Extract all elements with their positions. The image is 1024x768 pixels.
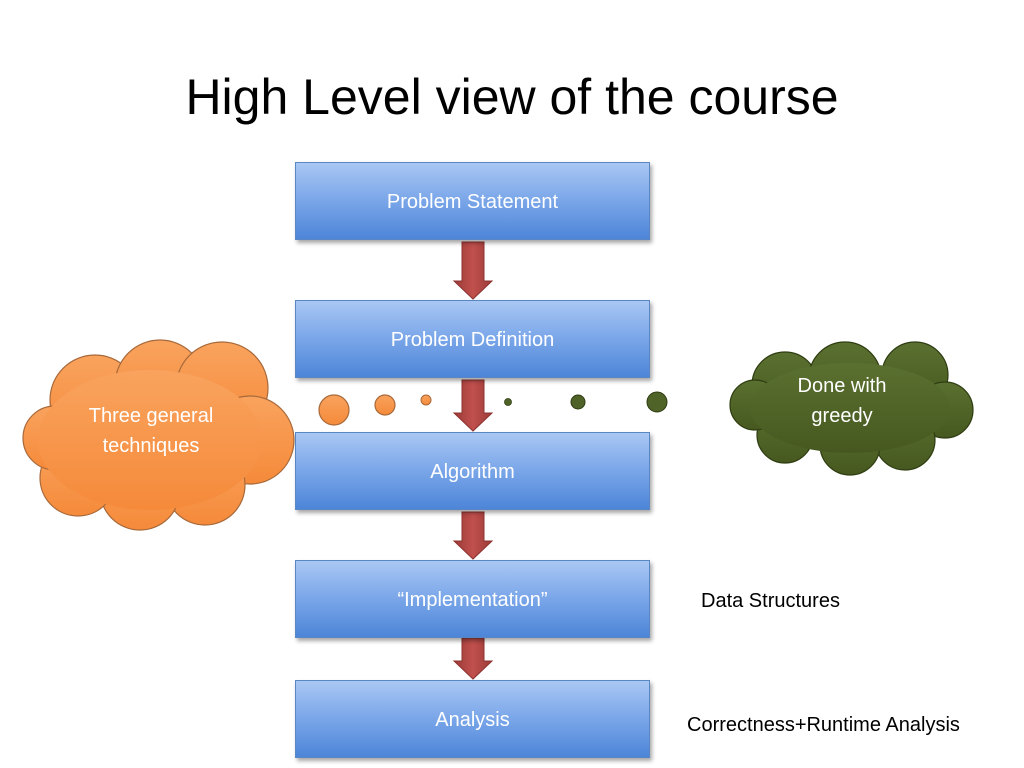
left-bubble-large	[318, 394, 350, 426]
flow-step-problem-definition: Problem Definition	[295, 300, 650, 378]
flow-step-analysis: Analysis	[295, 680, 650, 758]
left-bubble-medium	[374, 394, 396, 416]
left-bubble-small	[420, 394, 432, 406]
arrow-3	[452, 511, 494, 560]
arrow-1	[452, 241, 494, 300]
right-bubble-medium	[646, 391, 668, 413]
flow-step-implementation: “Implementation”	[295, 560, 650, 638]
arrow-2	[452, 379, 494, 432]
left-cloud-icon	[22, 339, 295, 531]
right-cloud-icon	[729, 341, 974, 476]
left-cloud-label: Three general techniques	[88, 405, 214, 457]
arrow-4	[452, 637, 494, 680]
note-data-structures: Data Structures	[701, 590, 840, 612]
note-correctness-runtime: Correctness+Runtime Analysis	[687, 714, 960, 736]
slide-title: High Level view of the course	[185, 69, 839, 125]
right-cloud-label: Done with greedy	[797, 375, 887, 427]
flow-step-problem-statement: Problem Statement	[295, 162, 650, 240]
right-bubble-tiny	[504, 398, 512, 406]
right-bubble-small	[570, 394, 586, 410]
flow-step-algorithm: Algorithm	[295, 432, 650, 510]
